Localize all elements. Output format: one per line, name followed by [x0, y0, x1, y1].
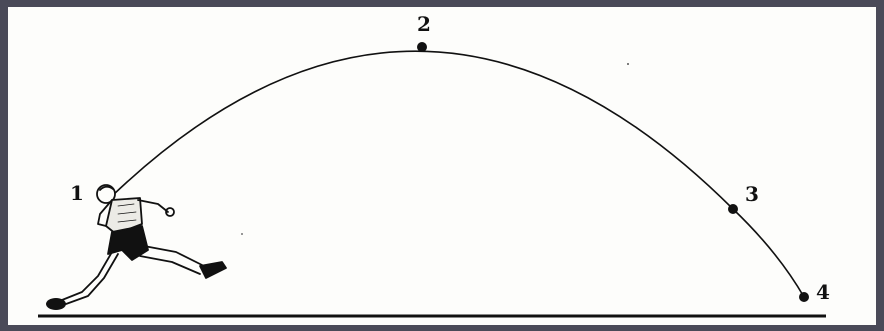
- point-3-label: 3: [745, 182, 759, 206]
- point-1-label: 1: [70, 181, 84, 205]
- point-4-marker: [799, 292, 809, 302]
- speck: [627, 63, 629, 65]
- trajectory-curve: [111, 50, 805, 298]
- athlete-figure: [61, 184, 227, 305]
- point-4-label: 4: [816, 280, 830, 304]
- point-2-label: 2: [417, 12, 431, 36]
- point-2-marker: [417, 42, 427, 52]
- diagram-paper: [8, 7, 876, 325]
- point-3-marker: [728, 204, 738, 214]
- speck: [241, 233, 243, 235]
- athlete-shoe: [46, 298, 66, 310]
